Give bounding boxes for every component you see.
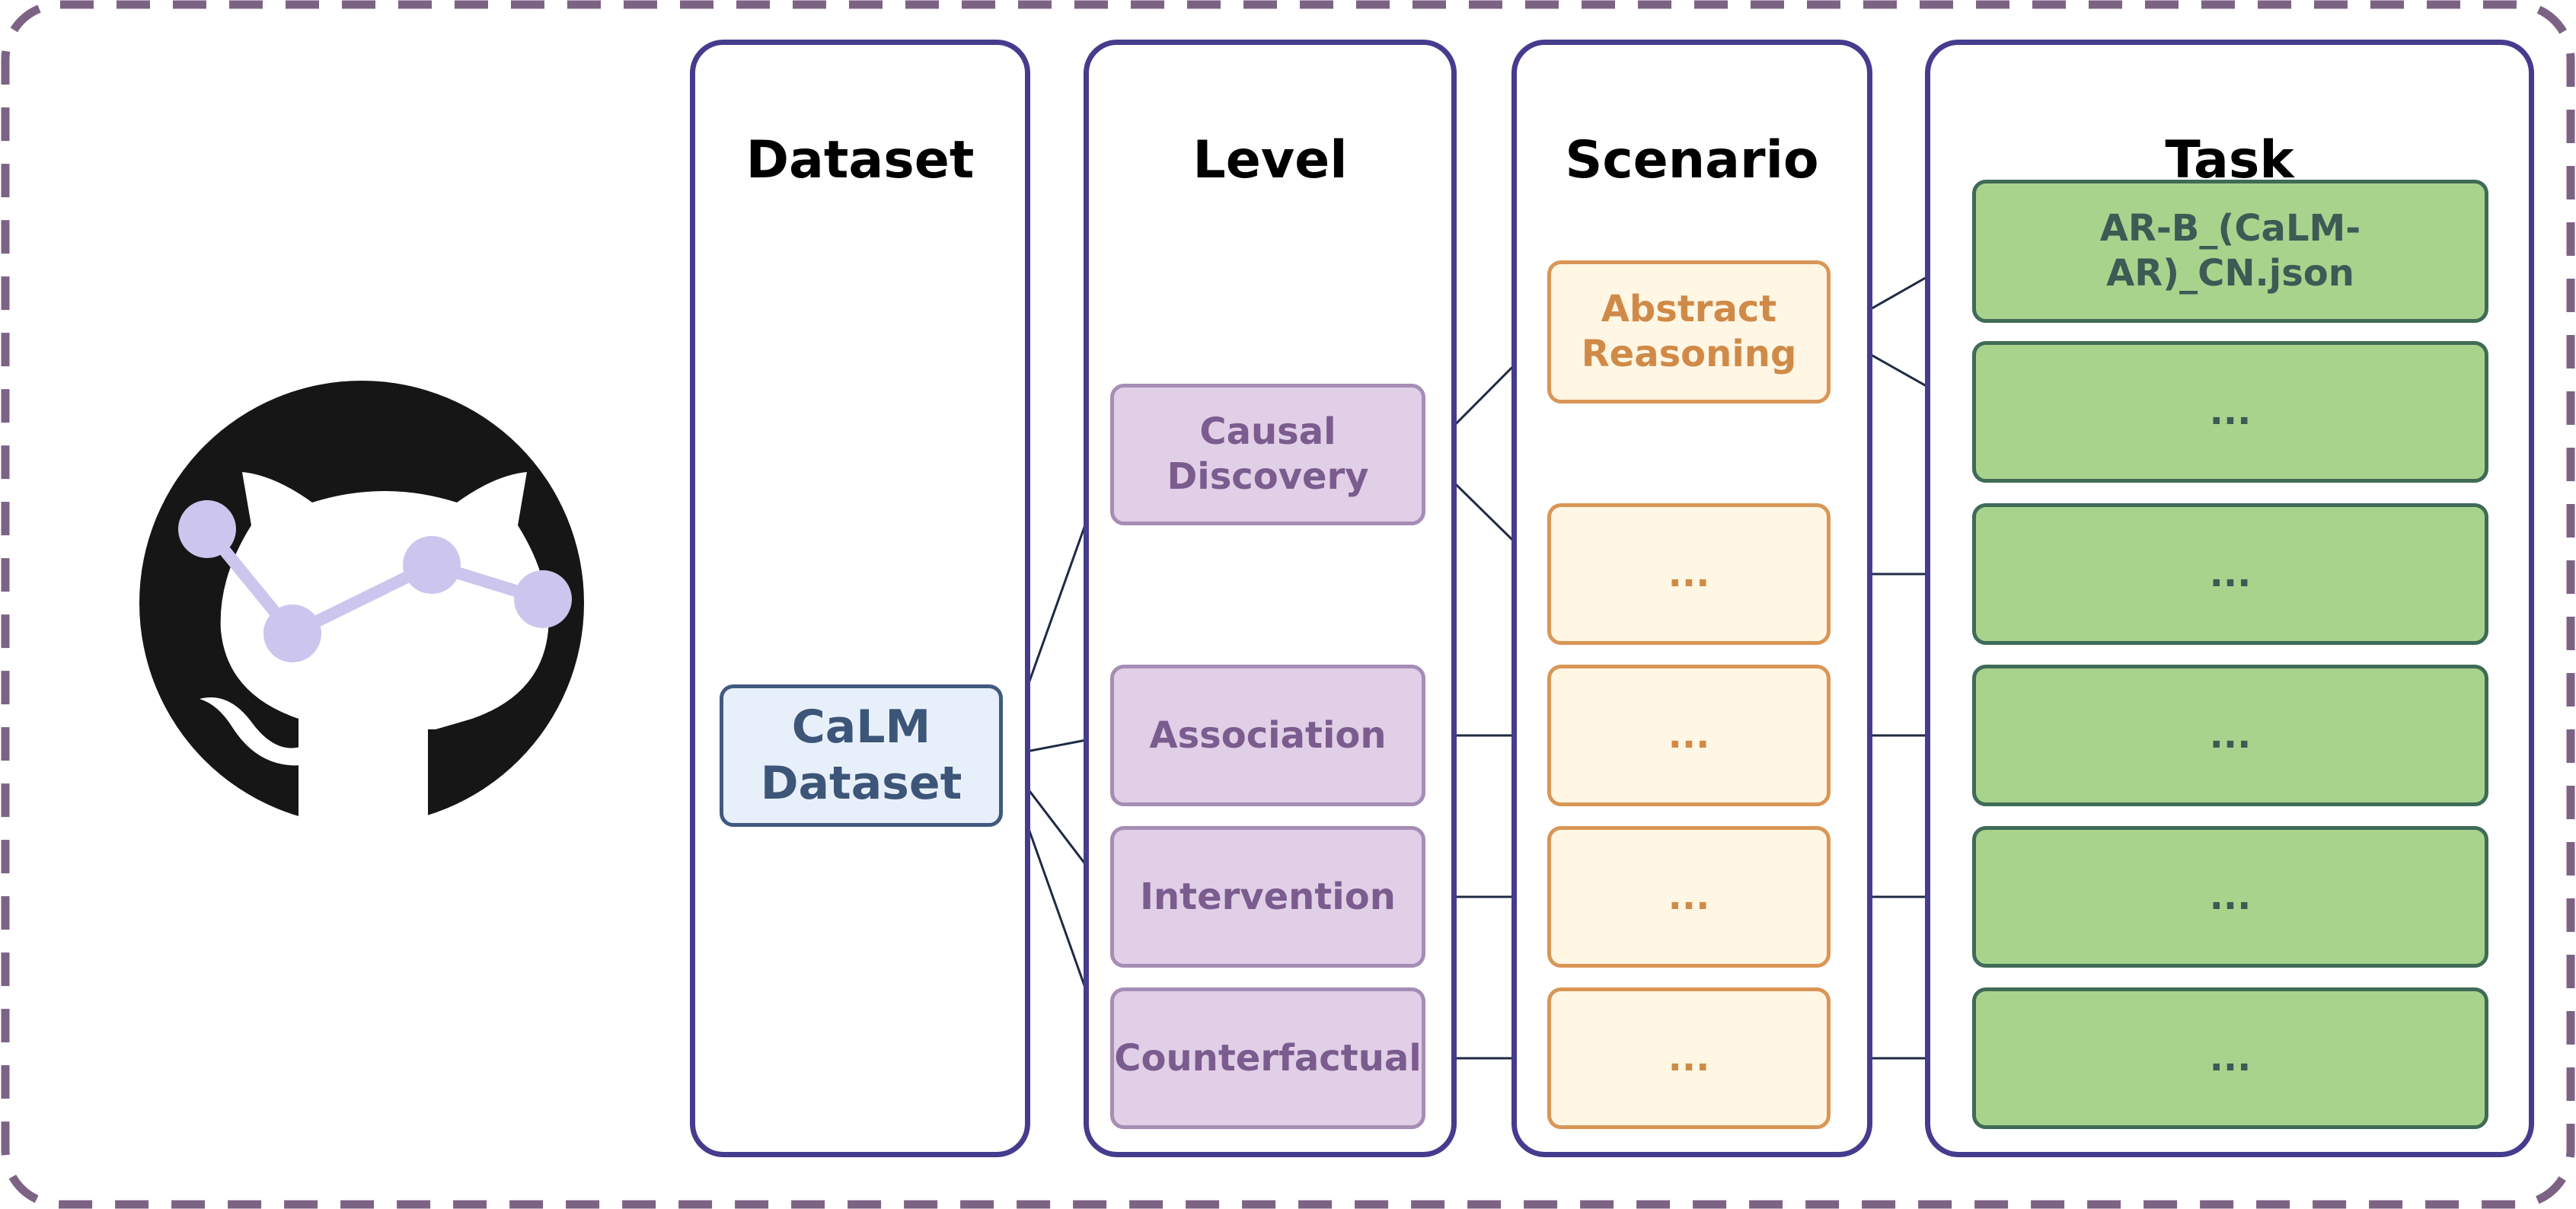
task-node-2-label: ... <box>2209 390 2252 433</box>
octocat-tail <box>200 697 303 766</box>
task-node-5-label: ... <box>2209 875 2252 918</box>
level-node-1-line2: Discovery <box>1167 455 1369 498</box>
logo-graph-node-4 <box>514 570 572 628</box>
logo-graph-node-1 <box>178 500 236 558</box>
task-node-6-label: ... <box>2209 1036 2252 1080</box>
dataset-column-title: Dataset <box>745 130 975 190</box>
task-column-title: Task <box>2165 130 2294 190</box>
scenario-node-1-line1: Abstract <box>1601 288 1777 331</box>
task-node-5: ... <box>1972 826 2488 968</box>
task-node-4-label: ... <box>2209 713 2252 757</box>
task-node-1: AR-B_(CaLM-AR)_CN.json <box>1972 180 2488 323</box>
level-node-counterfactual: Counterfactual <box>1110 987 1425 1129</box>
scenario-column-title: Scenario <box>1565 130 1819 190</box>
level-node-causal-discovery: Causal Discovery <box>1110 384 1425 525</box>
task-node-3: ... <box>1972 503 2488 645</box>
scenario-node-2-line1: ... <box>1668 552 1710 595</box>
dataset-column: Dataset <box>690 40 1030 1157</box>
level-node-4-line1: Counterfactual <box>1114 1036 1422 1080</box>
scenario-node-abstract-reasoning: Abstract Reasoning <box>1547 260 1831 404</box>
github-octocat-graph-icon <box>139 381 584 837</box>
level-node-1-line1: Causal <box>1199 410 1336 454</box>
task-node-2: ... <box>1972 341 2488 483</box>
scenario-node-2: ... <box>1547 503 1831 645</box>
scenario-node-1-line2: Reasoning <box>1581 333 1797 375</box>
scenario-node-4: ... <box>1547 826 1831 968</box>
dataset-node-line1: CaLM <box>791 700 931 754</box>
level-node-2-line1: Association <box>1149 713 1387 757</box>
level-node-association: Association <box>1110 665 1425 806</box>
dataset-node-calm: CaLM Dataset <box>720 684 1003 827</box>
level-node-intervention: Intervention <box>1110 826 1425 968</box>
scenario-node-3: ... <box>1547 665 1831 806</box>
level-column: Level <box>1084 40 1457 1157</box>
task-node-1-label: AR-B_(CaLM-AR)_CN.json <box>2099 207 2361 295</box>
task-node-4: ... <box>1972 665 2488 806</box>
level-node-3-line1: Intervention <box>1140 875 1396 918</box>
scenario-node-4-line1: ... <box>1668 875 1710 918</box>
logo-graph-node-2 <box>263 604 321 662</box>
logo-graph-node-3 <box>403 536 461 594</box>
task-node-6: ... <box>1972 987 2488 1129</box>
level-column-title: Level <box>1192 130 1348 190</box>
logo-graph-edges <box>202 525 545 641</box>
dataset-node-line2: Dataset <box>760 756 962 810</box>
scenario-node-5-line1: ... <box>1668 1036 1710 1080</box>
task-node-3-label: ... <box>2209 552 2252 595</box>
scenario-node-3-line1: ... <box>1668 713 1710 757</box>
octocat-body <box>298 708 428 837</box>
octocat-head <box>220 472 549 729</box>
scenario-node-5: ... <box>1547 987 1831 1129</box>
